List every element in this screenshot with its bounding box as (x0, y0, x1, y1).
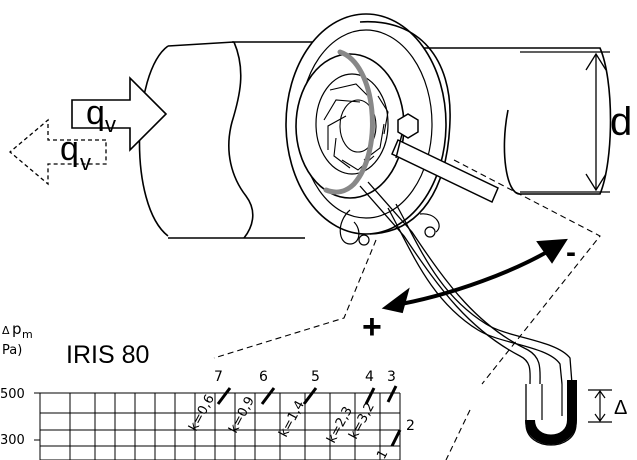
diameter-dimension (520, 51, 610, 193)
k-label-3-2: k=3,2 (346, 400, 378, 442)
chart-grid (34, 392, 401, 460)
return-flow-subscript: v (80, 150, 91, 175)
pressure-dimension (588, 389, 612, 423)
row-label-2: 2 (406, 418, 415, 434)
y-tick-300: 300 (0, 433, 25, 448)
flow-subscript: v (105, 112, 116, 137)
diameter-label: d (610, 100, 632, 144)
chart-axis-unit: Pa) (2, 343, 22, 358)
measuring-tubes (359, 181, 573, 385)
flow-label: q (86, 94, 105, 132)
return-flow-label: q (60, 130, 79, 168)
chart-axis-subscript: m (22, 328, 33, 341)
iris-adjust-ring[interactable] (323, 49, 375, 195)
pressure-label: Δ (614, 397, 627, 419)
position-label-4: 4 (365, 369, 374, 385)
damper-inner-ring (295, 53, 405, 199)
inflow-arrow: q v (71, 76, 168, 152)
outflow-arrow-dashed: q v (8, 118, 107, 186)
k-label-1: 1 (374, 448, 391, 460)
position-label-7: 7 (214, 369, 223, 385)
adjustment-arrow (381, 238, 568, 314)
chart-title: IRIS 80 (66, 341, 149, 369)
position-label-6: 6 (259, 369, 268, 385)
k-label-1-4: k=1,4 (276, 398, 308, 440)
projection-lines (213, 159, 601, 460)
position-label-3: 3 (387, 369, 396, 385)
plus-label: + (362, 308, 382, 346)
minus-label: - (566, 236, 576, 269)
chart-axis-variable: p (12, 320, 22, 338)
y-tick-500: 500 (0, 387, 25, 402)
chart-axis-symbol: Δ (2, 324, 10, 337)
measuring-nipples (339, 209, 440, 246)
position-label-5: 5 (311, 369, 320, 385)
u-tube-manometer (525, 380, 577, 446)
chart-position-lines (216, 385, 402, 447)
pressure-chart: Δ p m Pa) IRIS 80 (0, 320, 415, 460)
adjustment-lever[interactable] (391, 113, 499, 204)
